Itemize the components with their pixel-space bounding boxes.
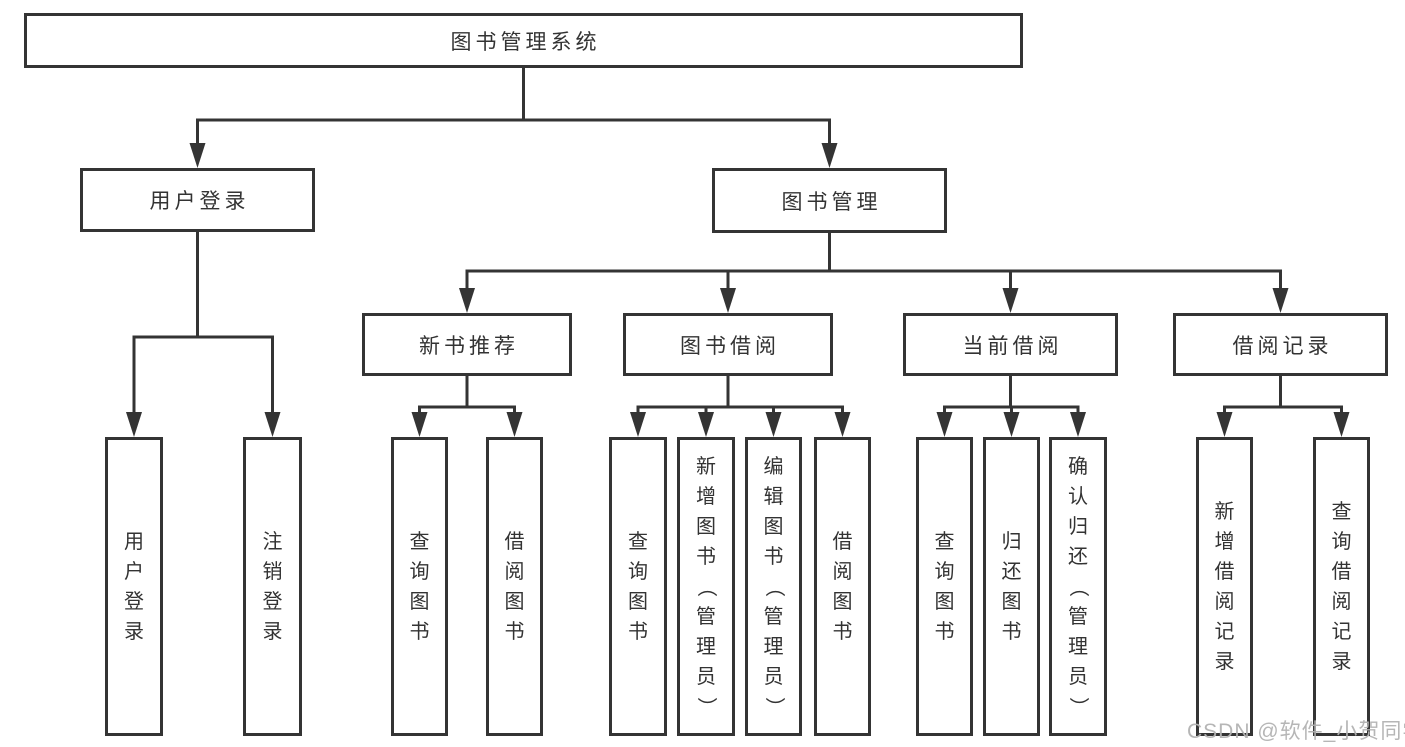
vertical-label: 新增借阅记录 [1214,500,1235,673]
vertical-label: 用户登录 [124,530,144,643]
node-query-borrow-record: 查询借阅记录 [1313,437,1370,736]
vertical-label: 归还图书 [1001,530,1022,643]
vertical-label: 查询借阅记录 [1331,500,1352,673]
node-borrow-book-leaf: 借阅图书 [814,437,871,736]
node-user-login-leaf: 用户登录 [105,437,163,736]
node-root: 图书管理系统 [24,13,1023,68]
node-return-book: 归还图书 [983,437,1040,736]
node-add-book-admin: 新增图书（管理员） [677,437,735,736]
vertical-label: 查询图书 [934,530,955,643]
node-query-book-recommend: 查询图书 [391,437,448,736]
vertical-label: 查询图书 [409,530,430,643]
node-borrow-records: 借阅记录 [1173,313,1388,376]
node-edit-book-admin: 编辑图书（管理员） [745,437,802,736]
node-borrow-book-recommend: 借阅图书 [486,437,543,736]
vertical-label: 新增图书（管理员） [695,455,717,717]
node-new-book-recommend: 新书推荐 [362,313,572,376]
node-add-borrow-record: 新增借阅记录 [1196,437,1253,736]
vertical-label: 注销登录 [262,530,283,643]
vertical-label: 查询图书 [628,530,648,643]
node-book-borrowing: 图书借阅 [623,313,833,376]
vertical-label: 借阅图书 [832,530,853,643]
node-query-book-borrow: 查询图书 [609,437,667,736]
watermark: CSDN @软件_小贺同学 [1187,720,1405,743]
node-logout-leaf: 注销登录 [243,437,302,736]
node-book-management: 图书管理 [712,168,947,233]
node-current-borrowing: 当前借阅 [903,313,1118,376]
node-confirm-return-admin: 确认归还（管理员） [1049,437,1107,736]
vertical-label: 编辑图书（管理员） [762,455,785,717]
node-query-book-current: 查询图书 [916,437,973,736]
vertical-label: 确认归还（管理员） [1067,455,1089,717]
vertical-label: 借阅图书 [504,530,525,643]
node-user-login: 用户登录 [80,168,315,232]
